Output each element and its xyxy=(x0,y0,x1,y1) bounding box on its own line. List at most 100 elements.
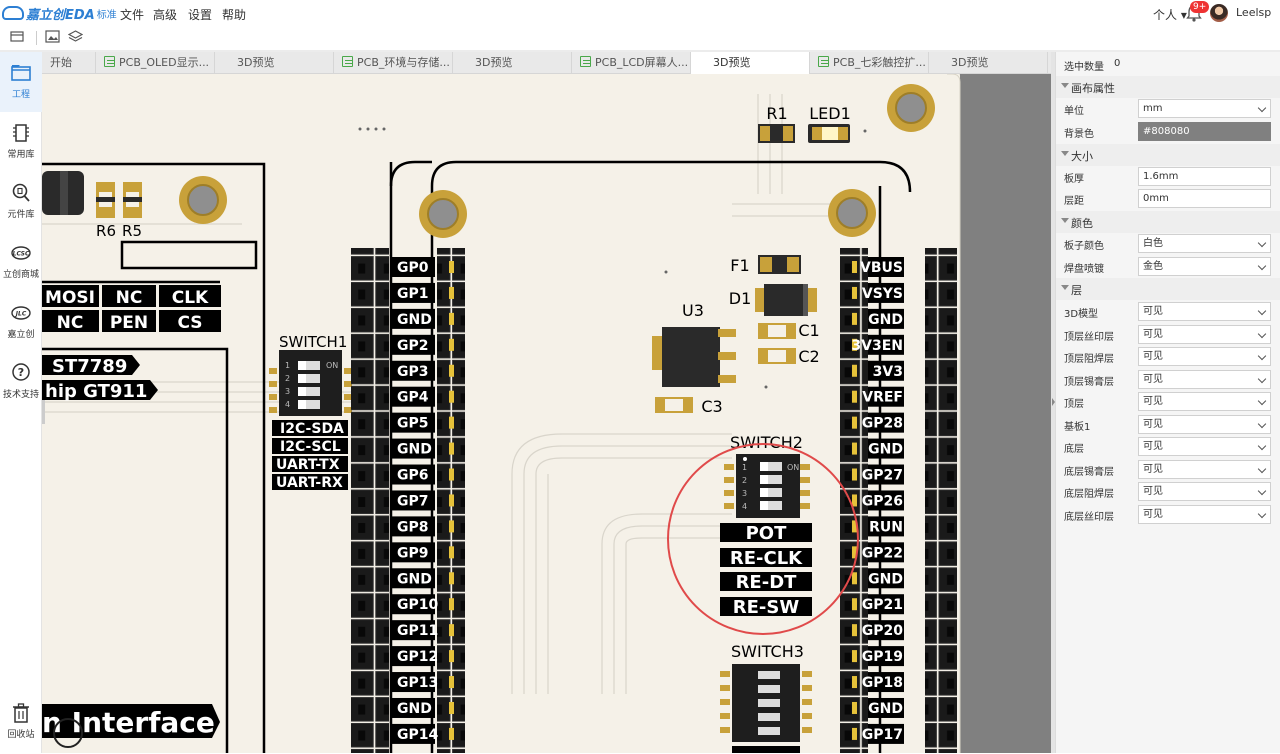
menu-advanced[interactable]: 高级 xyxy=(153,8,178,22)
switch1-labels: I2C-SDA I2C-SCL UART-TX UART-RX xyxy=(272,420,348,491)
switch-number: 3 xyxy=(742,489,747,498)
nav-component-lib[interactable]: 元件库 xyxy=(0,172,42,232)
tab-pcb-env[interactable]: PCB_环境与存储... xyxy=(334,52,453,74)
bg-color-field[interactable]: #808080 xyxy=(1138,122,1271,141)
menu-settings[interactable]: 设置 xyxy=(188,8,213,22)
pin-label-box xyxy=(391,308,435,329)
layer-visibility-select[interactable]: 可见 xyxy=(1138,414,1271,434)
prop-label: 层距 xyxy=(1064,196,1084,207)
layer-visibility-select[interactable]: 可见 xyxy=(1138,504,1271,524)
layer-visibility-select[interactable]: 可见 xyxy=(1138,369,1271,389)
pin-marker xyxy=(449,572,454,585)
section-canvas-props[interactable]: 画布属性 xyxy=(1056,76,1280,98)
menu-file[interactable]: 文件 xyxy=(120,8,145,22)
avatar[interactable] xyxy=(1210,4,1228,22)
tab-label: 3D预览 xyxy=(475,56,513,69)
pin-label-box xyxy=(391,620,435,641)
menu-bar: 嘉立创EDA 标准 文件 高级 设置 帮助 个人 ▾ 9+ Leelsp xyxy=(0,0,1280,26)
section-layers[interactable]: 层 xyxy=(1056,278,1280,300)
prop-label: 单位 xyxy=(1064,106,1084,117)
spacing-input[interactable]: 0mm xyxy=(1138,189,1271,208)
tab-pcb-lcd[interactable]: PCB_LCD屏幕人... xyxy=(572,52,691,74)
left-pin-label: GP5 xyxy=(397,416,429,432)
board-color-select[interactable]: 白色 xyxy=(1138,234,1271,253)
prop-bg-color: 背景色#808080 xyxy=(1056,121,1280,143)
jlc-icon: JLC xyxy=(11,306,31,320)
panel-splitter[interactable] xyxy=(1051,52,1055,753)
spi-label: CLK xyxy=(172,288,209,308)
spi-label: MOSI xyxy=(45,288,95,308)
tab-pcb-colorful[interactable]: PCB_七彩触控扩... xyxy=(810,52,929,74)
pin-label-box xyxy=(868,723,904,744)
label-r6: R6 xyxy=(96,222,116,240)
menu-help[interactable]: 帮助 xyxy=(222,8,247,22)
section-size[interactable]: 大小 xyxy=(1056,144,1280,166)
pin-label-box xyxy=(391,412,435,433)
left-pin-label: GND xyxy=(397,571,432,587)
capacitor-c3 xyxy=(655,397,693,413)
prop-layer-row: 底层阻焊层可见 xyxy=(1056,481,1280,503)
nav-recycle-bin[interactable]: 回收站 xyxy=(0,694,42,754)
mode-dropdown[interactable]: 个人 ▾ xyxy=(1153,8,1187,22)
left-pin-label: GP4 xyxy=(397,390,429,406)
tab-pcb-oled[interactable]: PCB_OLED显示... xyxy=(96,52,215,74)
open-folder-icon[interactable] xyxy=(10,30,26,44)
layer-visibility-select[interactable]: 可见 xyxy=(1138,302,1271,321)
switch2-label: RE-SW xyxy=(733,597,800,618)
layers-icon[interactable] xyxy=(67,30,84,44)
banner-text: ST7789 xyxy=(52,356,127,377)
label-c3: C3 xyxy=(701,397,722,416)
nav-common-lib[interactable]: 常用库 xyxy=(0,112,42,172)
collapse-triangle-icon xyxy=(1061,83,1069,88)
pin-label-box xyxy=(391,334,435,355)
left-panel-splitter[interactable] xyxy=(42,400,45,424)
layer-visibility-select[interactable]: 可见 xyxy=(1138,437,1271,456)
resistor-r1 xyxy=(758,124,795,143)
nav-lcsc[interactable]: LCSC 立创商城 xyxy=(0,232,42,292)
nav-jlc[interactable]: JLC 嘉立创 xyxy=(0,292,42,352)
app-edition: 标准 xyxy=(96,9,117,21)
label-r1: R1 xyxy=(766,104,787,123)
right-pin-label: RUN xyxy=(869,519,903,535)
image-folder-icon[interactable] xyxy=(45,30,61,44)
resistor-r5 xyxy=(123,182,142,218)
tab-3d-preview[interactable]: 3D预览 xyxy=(453,52,572,74)
pin-marker xyxy=(449,390,454,403)
left-pin-label: GP10 xyxy=(397,597,438,613)
pin-marker xyxy=(852,468,857,481)
section-color[interactable]: 颜色 xyxy=(1056,211,1280,233)
layer-visibility-select[interactable]: 可见 xyxy=(1138,324,1271,344)
pin-label-box xyxy=(868,594,904,615)
layer-visibility-select[interactable]: 可见 xyxy=(1138,459,1271,479)
left-navigation: 工程 常用库 元件库 LCSC 立创商城 JLC 嘉立创 ? 技术支持 回收站 xyxy=(0,52,42,753)
pin-marker xyxy=(449,624,454,637)
nav-label: 常用库 xyxy=(7,150,35,160)
tab-label: 3D预览 xyxy=(237,56,275,69)
nav-project[interactable]: 工程 xyxy=(0,52,42,112)
mounting-holes xyxy=(179,84,935,238)
nav-label: 回收站 xyxy=(7,730,35,740)
tab-label: PCB_LCD屏幕人... xyxy=(595,56,689,69)
3d-viewport[interactable]: R6 R5 MOSI NC CLK NC PEN CS ST7789 hip G… xyxy=(42,74,1053,753)
pad-finish-select[interactable]: 金色 xyxy=(1138,257,1271,276)
dip-switch-1: 1 2 3 4 ON xyxy=(269,350,352,416)
username[interactable]: Leelsp xyxy=(1236,6,1272,19)
pin-label-box xyxy=(391,282,435,303)
layer-visibility-select[interactable]: 可见 xyxy=(1138,392,1271,411)
layer-visibility-select[interactable]: 可见 xyxy=(1138,347,1271,366)
layer-label: 底层丝印层 xyxy=(1064,511,1114,523)
unit-select[interactable]: mm xyxy=(1138,99,1271,118)
layer-visibility-select[interactable]: 可见 xyxy=(1138,482,1271,501)
switch2-label: RE-DT xyxy=(736,572,798,593)
right-pin-labels: VBUSVSYSGND3V3EN3V3VREFGP28GNDGP27GP26RU… xyxy=(851,257,904,744)
prop-label: 板厚 xyxy=(1064,174,1084,185)
cloud-logo-icon xyxy=(2,6,24,20)
tab-3d-preview-active[interactable]: 3D预览 xyxy=(691,52,810,74)
tab-3d-preview[interactable]: 3D预览 xyxy=(215,52,334,74)
nav-support[interactable]: ? 技术支持 xyxy=(0,352,42,412)
tab-start[interactable]: 开始 xyxy=(42,52,96,74)
tab-3d-preview[interactable]: 3D预览 xyxy=(929,52,1048,74)
pin-marker xyxy=(852,624,857,637)
right-pin-label: VBUS xyxy=(860,260,903,276)
thickness-input[interactable]: 1.6mm xyxy=(1138,167,1271,186)
